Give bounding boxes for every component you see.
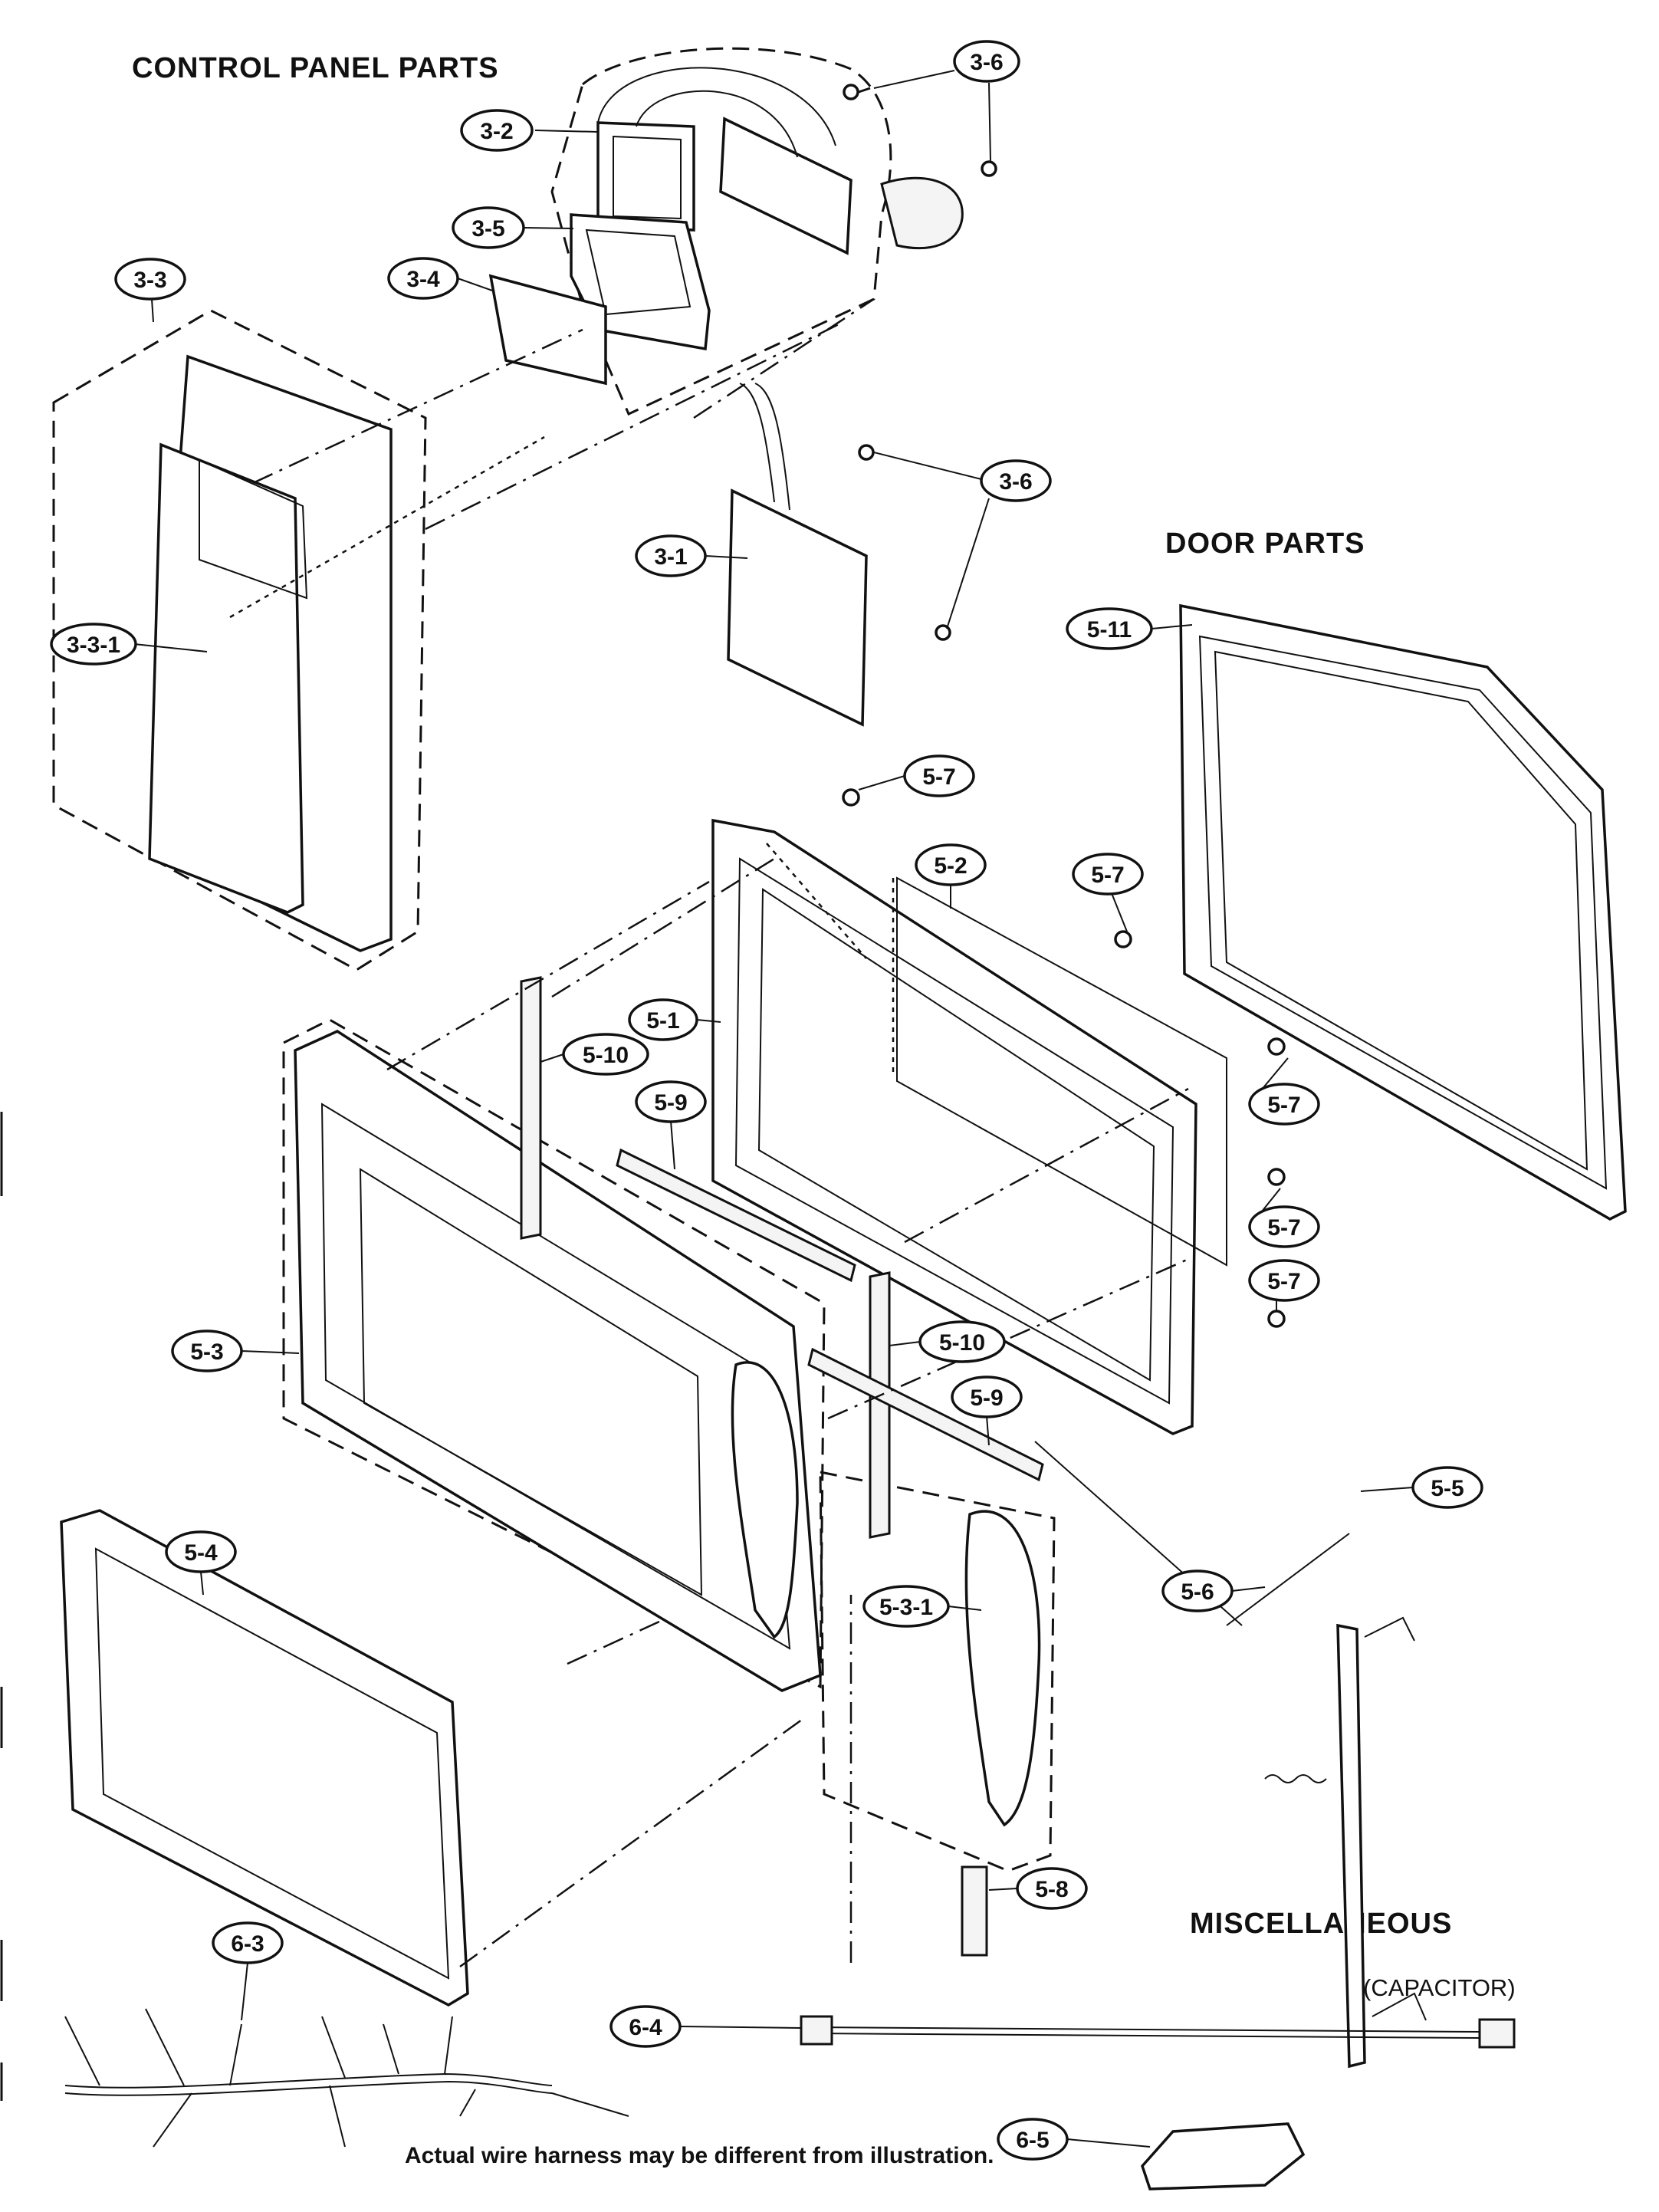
wire-harness-note: Actual wire harness may be different fro… (405, 2143, 994, 2168)
callout-5-3: 5-3 (171, 1330, 300, 1372)
callout-3-3-1: 3-3-1 (50, 623, 208, 666)
svg-text:3-3: 3-3 (133, 268, 166, 293)
svg-text:6-3: 6-3 (231, 1931, 264, 1957)
svg-text:5-7: 5-7 (922, 764, 955, 790)
callout-5-7-c: 5-7 (1248, 1057, 1320, 1126)
callout-3-5: 3-5 (452, 206, 574, 249)
callout-6-3: 6-3 (212, 1921, 284, 2021)
callout-5-10-b: 5-10 (889, 1320, 1006, 1363)
svg-text:3-1: 3-1 (654, 544, 687, 570)
callout-5-10-a: 5-10 (540, 1033, 649, 1076)
callout-5-1: 5-1 (628, 998, 721, 1041)
misc-group (64, 2008, 1516, 2191)
callout-5-9-a: 5-9 (635, 1080, 707, 1170)
svg-text:5-9: 5-9 (970, 1385, 1003, 1411)
callout-5-5: 5-5 (1360, 1466, 1483, 1509)
callout-5-7-a: 5-7 (858, 754, 975, 797)
callout-3-2: 3-2 (460, 109, 599, 152)
svg-text:3-3-1: 3-3-1 (67, 633, 120, 658)
capacitor-label: (CAPACITOR) (1363, 1974, 1516, 2001)
callout-5-3-1: 5-3-1 (862, 1585, 982, 1628)
heading-door-parts: DOOR PARTS (1165, 528, 1365, 560)
callout-5-4: 5-4 (165, 1530, 237, 1596)
svg-text:5-1: 5-1 (646, 1008, 679, 1034)
svg-text:5-7: 5-7 (1267, 1269, 1300, 1294)
svg-text:5-2: 5-2 (934, 853, 967, 879)
svg-text:5-7: 5-7 (1267, 1215, 1300, 1241)
svg-text:5-3: 5-3 (190, 1339, 223, 1365)
callout-5-9-b: 5-9 (951, 1376, 1023, 1446)
svg-text:5-10: 5-10 (939, 1330, 985, 1356)
callout-3-1: 3-1 (635, 534, 748, 577)
callout-6-4: 6-4 (609, 2005, 802, 2048)
svg-text:5-6: 5-6 (1181, 1579, 1214, 1605)
heading-control-panel-parts: CONTROL PANEL PARTS (132, 52, 499, 84)
callout-5-2: 5-2 (915, 843, 987, 909)
callout-3-4: 3-4 (387, 257, 495, 300)
svg-text:3-4: 3-4 (406, 267, 440, 292)
svg-text:5-9: 5-9 (654, 1090, 687, 1116)
callout-3-3: 3-3 (114, 258, 186, 323)
callout-3-6-top: 3-6 (873, 40, 1020, 162)
svg-text:3-6: 3-6 (999, 469, 1032, 495)
svg-text:3-2: 3-2 (480, 119, 513, 144)
svg-text:3-6: 3-6 (970, 50, 1003, 75)
svg-text:6-5: 6-5 (1016, 2128, 1049, 2153)
svg-text:6-4: 6-4 (629, 2015, 662, 2040)
control-panel-group (52, 47, 997, 971)
svg-text:5-10: 5-10 (583, 1043, 629, 1068)
callout-6-5: 6-5 (997, 2118, 1151, 2161)
svg-text:5-3-1: 5-3-1 (879, 1595, 933, 1620)
callout-3-6-right: 3-6 (873, 452, 1052, 629)
svg-text:5-7: 5-7 (1091, 863, 1124, 888)
svg-text:5-5: 5-5 (1431, 1476, 1464, 1501)
callouts: 3-6 3-2 3-5 3-4 3-3 3-6 (50, 40, 1483, 2161)
callout-5-8: 5-8 (988, 1867, 1088, 1910)
callout-5-6: 5-6 (1161, 1569, 1266, 1612)
callout-5-7-e: 5-7 (1248, 1259, 1320, 1311)
heading-miscellaneous: MISCELLANEOUS (1190, 1908, 1453, 1940)
callout-5-11: 5-11 (1066, 607, 1193, 650)
callout-5-7-b: 5-7 (1072, 853, 1144, 932)
svg-text:5-8: 5-8 (1035, 1877, 1068, 1902)
callout-5-7-d: 5-7 (1248, 1188, 1320, 1248)
svg-text:5-11: 5-11 (1087, 617, 1132, 643)
svg-text:5-4: 5-4 (184, 1540, 218, 1566)
svg-text:5-7: 5-7 (1267, 1093, 1300, 1118)
door-parts-group (60, 603, 1627, 2069)
svg-text:3-5: 3-5 (471, 216, 504, 242)
